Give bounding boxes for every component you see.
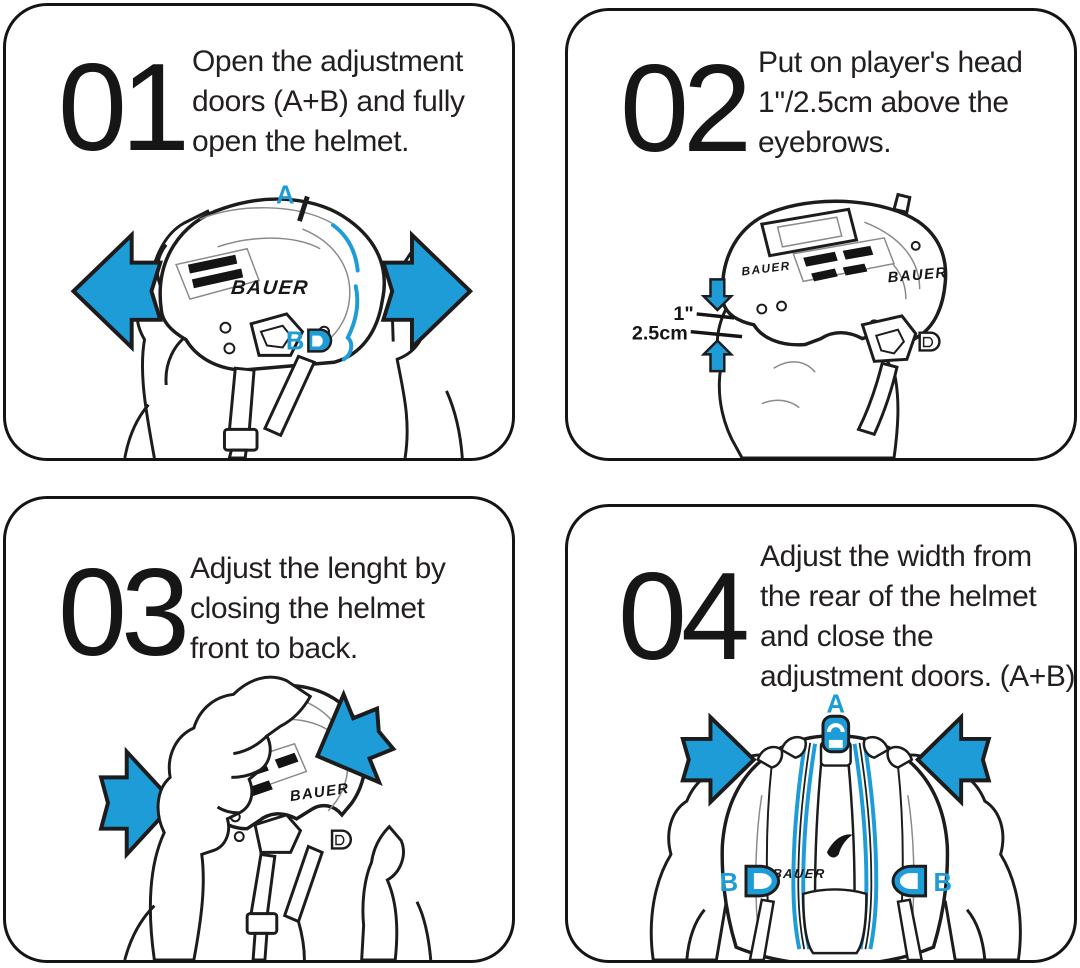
label-b: B	[286, 327, 305, 355]
step-number: 02	[620, 40, 752, 178]
arrow-right-icon	[380, 230, 474, 353]
step-instruction: Adjust the lenght by closing the helmet …	[190, 552, 446, 665]
hands-illustration	[123, 675, 433, 960]
expansion-indicator	[331, 223, 360, 362]
adjustment-pin	[297, 195, 310, 222]
step-03-illustration: BAUER	[98, 675, 433, 960]
step-04-illustration: BAUER	[649, 690, 1022, 960]
vent-slots	[803, 245, 874, 282]
chin-strap	[222, 354, 317, 458]
bauer-wordmark: BAUER	[772, 866, 827, 881]
arrow-left-icon	[70, 230, 163, 353]
step-instruction: Adjust the width from the rear of the he…	[760, 540, 1076, 693]
step-02-illustration: BAUER BAUER 1" 2.5c	[632, 192, 948, 458]
chin-strap	[245, 844, 325, 960]
helmet-rear-view: BAUER	[720, 714, 950, 960]
fingertips	[756, 736, 914, 769]
bauer-icon	[826, 834, 853, 858]
annotation-inches: 1"	[673, 303, 693, 325]
step-panel-01: BAUER	[3, 3, 515, 461]
step-panel-04: BAUER	[565, 504, 1077, 963]
arrow-inward-right-icon	[314, 689, 397, 786]
clip-a-icon	[819, 714, 852, 767]
helmet-on-head: BAUER BAUER	[720, 192, 948, 437]
step-01-illustration: BAUER	[70, 181, 474, 458]
arrow-inward-left-icon	[98, 746, 177, 860]
bauer-wordmark-side: BAUER	[887, 265, 948, 286]
step-panel-03: BAUER	[3, 496, 515, 963]
rear-straps	[748, 898, 923, 960]
step-instruction: Put on player's head 1''/2.5cm above the…	[758, 46, 1023, 159]
clip-b-left-icon	[744, 864, 781, 898]
bauer-wordmark: BAUER	[230, 277, 310, 299]
step-instruction: Open the adjustment doors (A+B) and full…	[192, 45, 465, 158]
arrow-down-icon	[700, 278, 735, 312]
step-panel-02: BAUER BAUER 1" 2.5c	[565, 8, 1077, 461]
fit-measurement: 1" 2.5cm	[632, 278, 743, 373]
step-number: 01	[58, 39, 190, 177]
clip-b-right-icon	[891, 864, 928, 898]
arrow-up-icon	[700, 338, 735, 373]
step-number: 04	[618, 548, 750, 686]
arrow-inward-right-icon	[914, 712, 992, 807]
vent-slots	[187, 254, 244, 289]
bauer-wordmark-front: BAUER	[741, 259, 792, 279]
label-b-right: B	[934, 869, 953, 897]
label-a: A	[827, 690, 846, 718]
clip-rear-icon	[330, 829, 353, 850]
label-a: A	[276, 181, 295, 209]
helmet-side-view: BAUER	[158, 181, 386, 458]
clip-rear-icon	[918, 331, 941, 352]
annotation-cm: 2.5cm	[632, 323, 688, 345]
arrow-inward-left-icon	[680, 712, 757, 807]
label-b-left: B	[720, 869, 739, 897]
step-number: 03	[58, 544, 190, 682]
clip-b-icon	[307, 328, 333, 353]
